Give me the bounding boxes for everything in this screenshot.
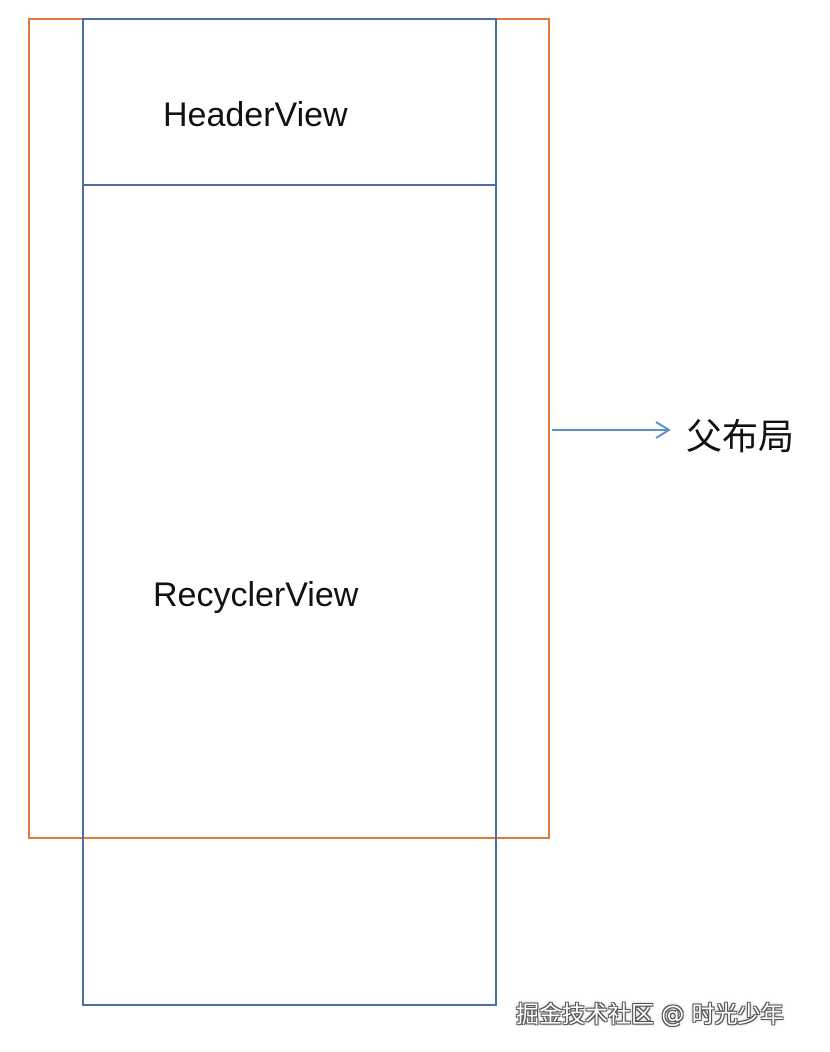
watermark: 掘金技术社区 @ 时光少年 [516, 1002, 784, 1028]
arrow-icon [552, 421, 671, 439]
header-recycler-divider [82, 184, 497, 186]
parent-layout-label: 父布局 [686, 417, 795, 458]
header-view-label: HeaderView [163, 96, 348, 134]
scroll-content-box [82, 18, 497, 1006]
recycler-view-label: RecyclerView [153, 576, 359, 614]
